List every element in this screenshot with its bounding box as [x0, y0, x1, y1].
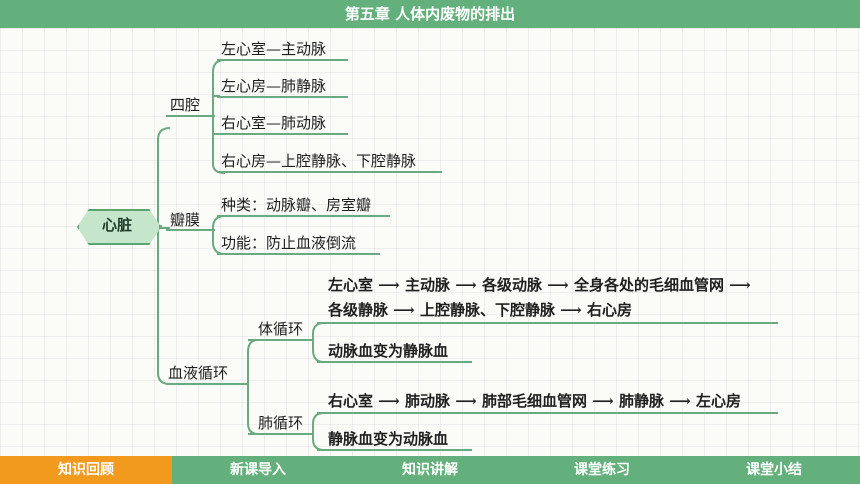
chapter-title-bar: 第五章 人体内废物的排出 [0, 0, 860, 28]
path-step: 肺动脉 [404, 392, 450, 410]
path-step: 全身各处的毛细血管网 [573, 276, 724, 294]
root-node: 心脏 [79, 211, 155, 239]
root-label: 心脏 [101, 216, 132, 234]
arrow-right-icon: ⟶ [547, 276, 574, 294]
systemic-label: 体循环 [258, 320, 304, 338]
nav-tab-review[interactable]: 知识回顾 [0, 456, 172, 484]
underlines-valves-items [217, 215, 390, 255]
chamber-item: 左心室—主动脉 [221, 40, 327, 58]
branch-chambers-label: 四腔 [170, 96, 201, 114]
systemic-change: 动脉血变为静脉血 [328, 342, 449, 360]
path-step: 各级静脉 [328, 301, 389, 319]
nav-tab-summary[interactable]: 课堂小结 [746, 462, 802, 478]
arrow-right-icon: ⟶ [378, 392, 405, 410]
arrow-right-icon: ⟶ [378, 276, 405, 294]
path-step: 上腔静脉、下腔静脉 [419, 301, 555, 319]
chamber-item: 左心房—肺静脉 [221, 77, 327, 95]
path-step: 肺部毛细血管网 [481, 392, 587, 410]
arrow-right-icon: ⟶ [455, 276, 482, 294]
underlines-chambers-items [217, 59, 442, 173]
arrow-right-icon: ⟶ [560, 301, 587, 319]
path-step: 右心房 [586, 301, 632, 319]
nav-tab-intro[interactable]: 新课导入 [230, 462, 286, 478]
path-step: 左心室 [328, 276, 374, 294]
valve-item: 种类：动脉瓣、房室瓣 [221, 196, 372, 214]
connector-trunk [157, 127, 171, 385]
branch-circulation-label: 血液循环 [168, 364, 229, 382]
systemic-path-line2: 各级静脉 ⟶ 上腔静脉、下腔静脉 ⟶ 右心房 [328, 299, 632, 320]
chapter-title: 第五章 人体内废物的排出 [344, 5, 516, 23]
nav-tab-practice[interactable]: 课堂练习 [574, 462, 630, 478]
chamber-item: 右心房—上腔静脉、下腔静脉 [221, 152, 417, 170]
underlines-pulmonary [317, 412, 778, 451]
arrow-right-icon: ⟶ [592, 392, 619, 410]
arrow-right-icon: ⟶ [669, 392, 696, 410]
arrow-right-icon: ⟶ [729, 276, 751, 294]
pulmonary-label: 肺循环 [258, 414, 304, 432]
arrow-right-icon: ⟶ [455, 392, 477, 410]
path-step: 左心房 [695, 392, 741, 410]
valve-item: 功能：防止血液倒流 [221, 234, 357, 252]
path-step: 各级动脉 [481, 276, 542, 294]
bottom-nav: 知识回顾 新课导入 知识讲解 课堂练习 课堂小结 [0, 456, 860, 484]
branch-valves-label: 瓣膜 [170, 211, 201, 229]
path-step: 主动脉 [404, 276, 450, 294]
pulmonary-path: 右心室 ⟶ 肺动脉 ⟶ 肺部毛细血管网 ⟶ 肺静脉 ⟶ 左心房 [328, 390, 741, 411]
path-step: 肺静脉 [618, 392, 664, 410]
chamber-item: 右心室—肺动脉 [221, 114, 327, 132]
underlines-systemic [317, 322, 778, 363]
nav-tab-lecture[interactable]: 知识讲解 [402, 462, 458, 478]
systemic-path-line1: 左心室 ⟶ 主动脉 ⟶ 各级动脉 ⟶ 全身各处的毛细血管网 ⟶ [328, 274, 751, 295]
path-step: 右心室 [328, 392, 374, 410]
arrow-right-icon: ⟶ [393, 301, 420, 319]
pulmonary-change: 静脉血变为动脉血 [328, 430, 449, 448]
